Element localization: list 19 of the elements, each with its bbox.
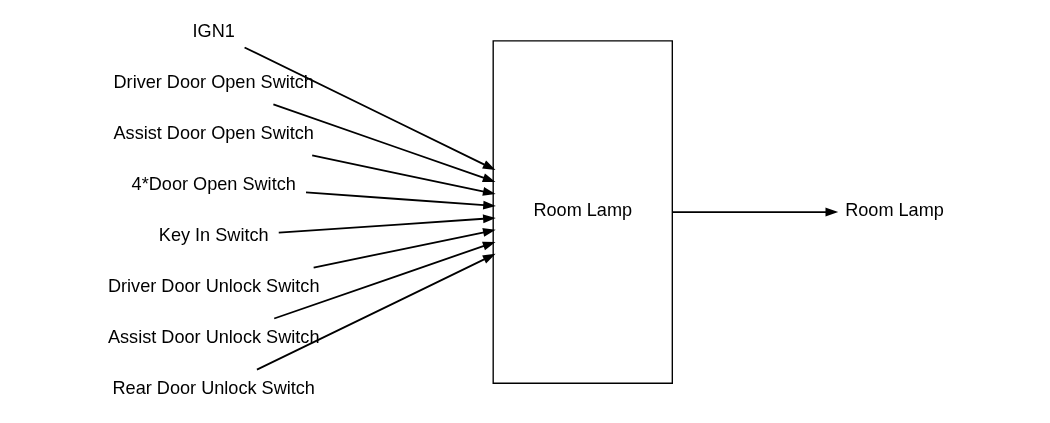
arrow bbox=[272, 103, 495, 182]
arrow bbox=[304, 191, 496, 210]
arrow bbox=[255, 253, 496, 371]
node-text: Assist Door Unlock Switch bbox=[107, 327, 319, 348]
arrow bbox=[312, 228, 496, 269]
arrow bbox=[310, 154, 496, 196]
node-text: Assist Door Open Switch bbox=[113, 123, 314, 144]
node-box: Room Lamp bbox=[492, 40, 673, 384]
node-text: Room Lamp bbox=[844, 200, 944, 221]
node-text: Driver Door Open Switch bbox=[113, 72, 314, 93]
arrow bbox=[671, 207, 838, 217]
arrow bbox=[243, 46, 495, 170]
node-text: Rear Door Unlock Switch bbox=[112, 378, 315, 399]
node-text: 4*Door Open Switch bbox=[131, 174, 296, 195]
arrow bbox=[272, 241, 495, 320]
node-text: IGN1 bbox=[192, 21, 235, 42]
node-text: Key In Switch bbox=[158, 225, 269, 246]
arrow bbox=[277, 214, 496, 234]
node-text: Driver Door Unlock Switch bbox=[107, 276, 319, 297]
